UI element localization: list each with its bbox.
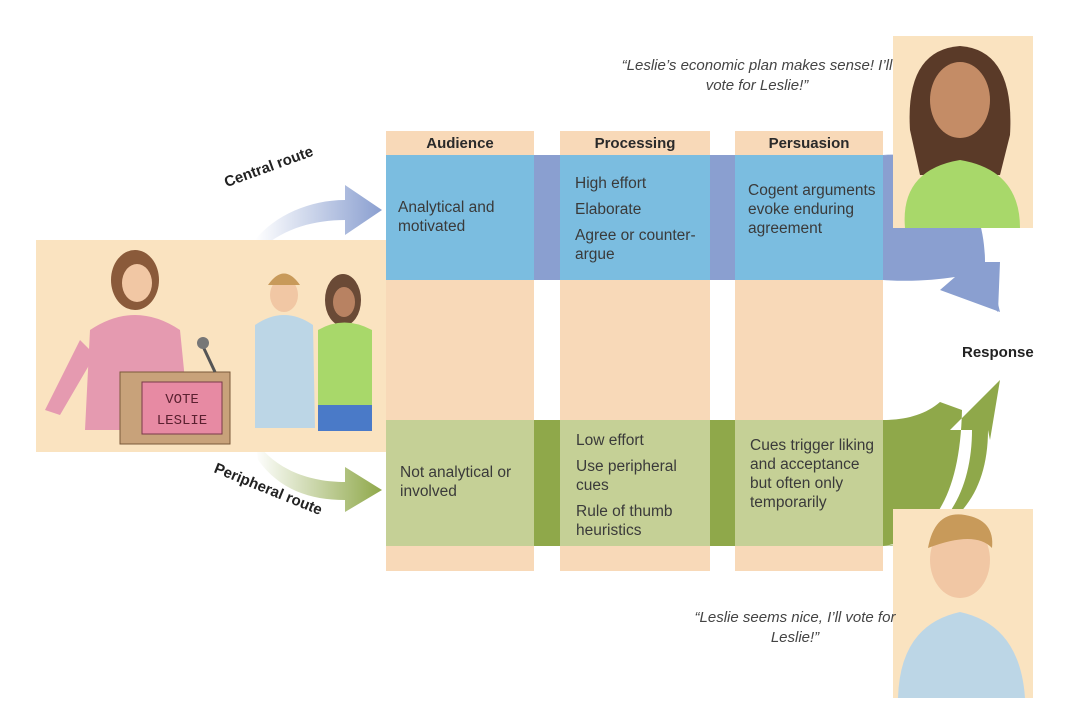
peripheral-processing-item: Use peripheral cues xyxy=(576,458,677,494)
central-processing-cell xyxy=(560,155,710,280)
central-audience-text: Analytical and motivated xyxy=(398,199,495,235)
central-persuasion-cell xyxy=(735,155,883,280)
persuasion-header: Persuasion xyxy=(768,135,850,152)
central-quote: “Leslie’s economic plan makes sense! I’l… xyxy=(621,57,893,94)
peripheral-audience-cell xyxy=(386,420,534,546)
peripheral-persuasion-cell xyxy=(735,420,883,546)
svg-text:VOTE: VOTE xyxy=(165,392,199,408)
central-processing-item: Agree or counter-argue xyxy=(575,227,696,263)
peripheral-processing-item: Rule of thumb heuristics xyxy=(576,503,673,539)
woman-portrait xyxy=(893,36,1033,228)
speaker-illustration: VOTE LESLIE xyxy=(36,240,386,452)
central-route-arrow xyxy=(255,185,382,248)
central-audience-cell xyxy=(386,155,534,280)
peripheral-processing-list: Low effort Use peripheral cues Rule of t… xyxy=(576,431,706,547)
central-processing-list: High effort Elaborate Agree or counter-a… xyxy=(575,174,705,271)
vote-sign xyxy=(141,381,223,435)
audience-header: Audience xyxy=(426,135,494,152)
man-portrait xyxy=(893,509,1033,698)
peripheral-audience-text: Not analytical or involved xyxy=(400,464,512,500)
peripheral-processing-cell xyxy=(560,420,710,546)
peripheral-quote: “Leslie seems nice, I’ll vote for Leslie… xyxy=(694,609,896,646)
peripheral-persuasion-text: Cues trigger liking and acceptance but o… xyxy=(750,437,875,511)
peripheral-response-arrow xyxy=(883,380,1000,546)
central-persuasion-text: Cogent arguments evoke enduring agreemen… xyxy=(748,182,876,237)
central-processing-item: Elaborate xyxy=(575,201,642,218)
peripheral-route-arrow xyxy=(255,440,382,512)
svg-text:LESLIE: LESLIE xyxy=(157,413,207,429)
response-label: Response xyxy=(962,344,1034,361)
central-processing-item: High effort xyxy=(575,175,647,192)
processing-header: Processing xyxy=(594,135,676,152)
peripheral-processing-item: Low effort xyxy=(576,432,644,449)
